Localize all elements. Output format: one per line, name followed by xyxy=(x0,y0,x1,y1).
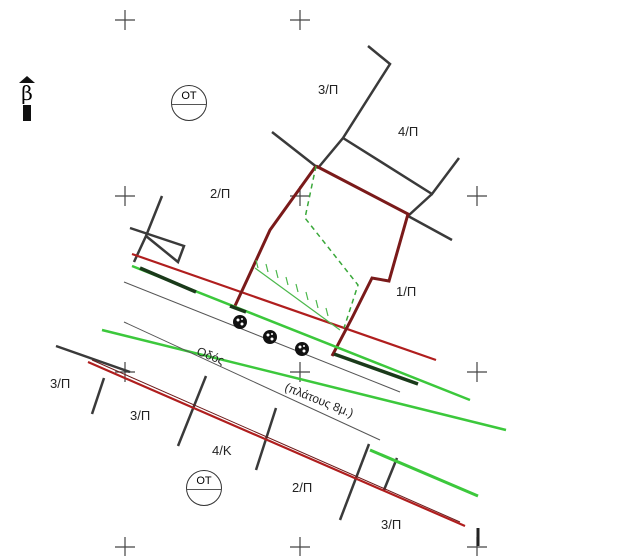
ot-label: OT xyxy=(181,90,197,102)
ot-marker-bottom: OT xyxy=(186,470,222,506)
neighbour-walls xyxy=(55,45,460,521)
arrow-up-icon xyxy=(19,76,35,83)
tree-icons xyxy=(233,315,309,356)
zone-label-3p-bottom: 3/Π xyxy=(381,517,402,532)
zone-label-2p-lower: 2/Π xyxy=(292,480,313,495)
zone-label-2p-mid: 2/Π xyxy=(210,186,231,201)
street-edges xyxy=(123,281,401,441)
zone-label-4p-top: 4/Π xyxy=(398,124,419,139)
zone-label-1p: 1/Π xyxy=(396,284,417,299)
boundary-lines xyxy=(87,252,466,528)
building-lines xyxy=(101,264,507,498)
ot-marker-top: OT xyxy=(171,85,207,121)
ot-label: OT xyxy=(196,475,212,487)
zone-label-4k: 4/K xyxy=(212,443,232,458)
north-block-icon xyxy=(23,105,31,121)
plot-outline xyxy=(232,164,410,357)
zone-label-3p-lower: 3/Π xyxy=(130,408,151,423)
slope-hatching xyxy=(254,259,341,331)
zone-label-3p-left: 3/Π xyxy=(50,376,71,391)
north-symbol: β xyxy=(21,81,33,105)
zone-label-3p-top: 3/Π xyxy=(318,82,339,97)
dashed-green-line xyxy=(304,165,359,329)
dark-segments xyxy=(139,266,419,386)
north-arrow: β xyxy=(18,76,36,121)
